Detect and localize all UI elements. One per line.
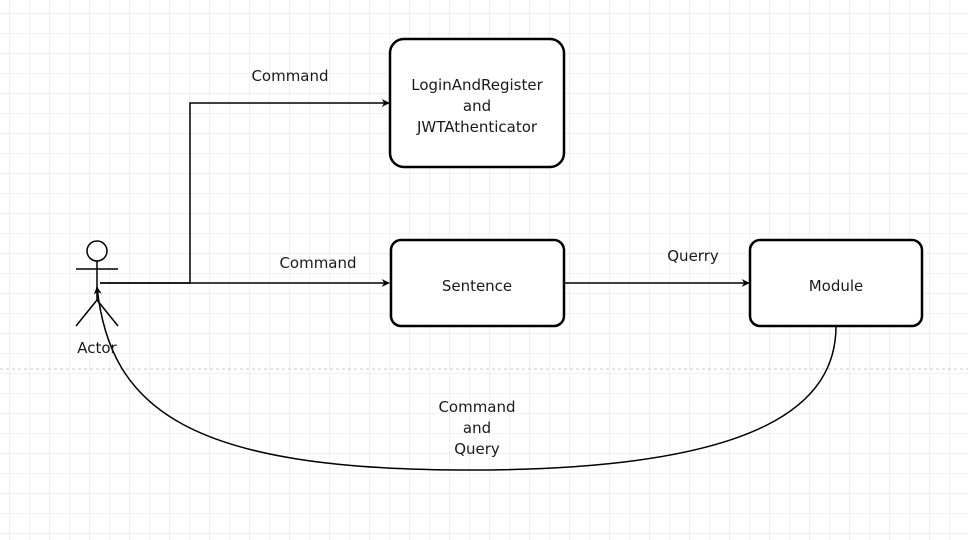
- edge-label-module-to-actor-line3: Query: [454, 440, 500, 458]
- edge-label-sentence-to-module: Querry: [667, 247, 719, 265]
- node-sentence[interactable]: Sentence: [389, 238, 566, 328]
- edge-module-to-actor[interactable]: [93, 286, 837, 471]
- node-login-label-line2: and: [463, 97, 491, 115]
- node-login-box[interactable]: [388, 37, 566, 169]
- actor-right-leg: [96, 299, 119, 327]
- actor-left-leg: [75, 299, 98, 327]
- actor-head-icon: [86, 240, 108, 262]
- actor-label: Actor: [77, 339, 117, 357]
- edge-label-actor-to-sentence: Command: [279, 254, 356, 272]
- node-sentence-box[interactable]: [389, 238, 566, 328]
- node-module[interactable]: Module: [748, 238, 924, 328]
- node-module-box[interactable]: [748, 238, 924, 328]
- actor-figure[interactable]: Actor: [75, 240, 119, 357]
- node-login-and-register[interactable]: LoginAndRegister and JWTAthenticator: [388, 37, 566, 169]
- edge-label-module-to-actor-line2: and: [463, 419, 491, 437]
- edge-label-module-to-actor-line1: Command: [438, 398, 515, 416]
- node-sentence-label: Sentence: [442, 277, 512, 295]
- edge-label-actor-to-login: Command: [251, 67, 328, 85]
- node-login-label-line3: JWTAthenticator: [416, 118, 538, 136]
- node-login-label-line1: LoginAndRegister: [411, 76, 543, 94]
- node-module-label: Module: [809, 277, 864, 295]
